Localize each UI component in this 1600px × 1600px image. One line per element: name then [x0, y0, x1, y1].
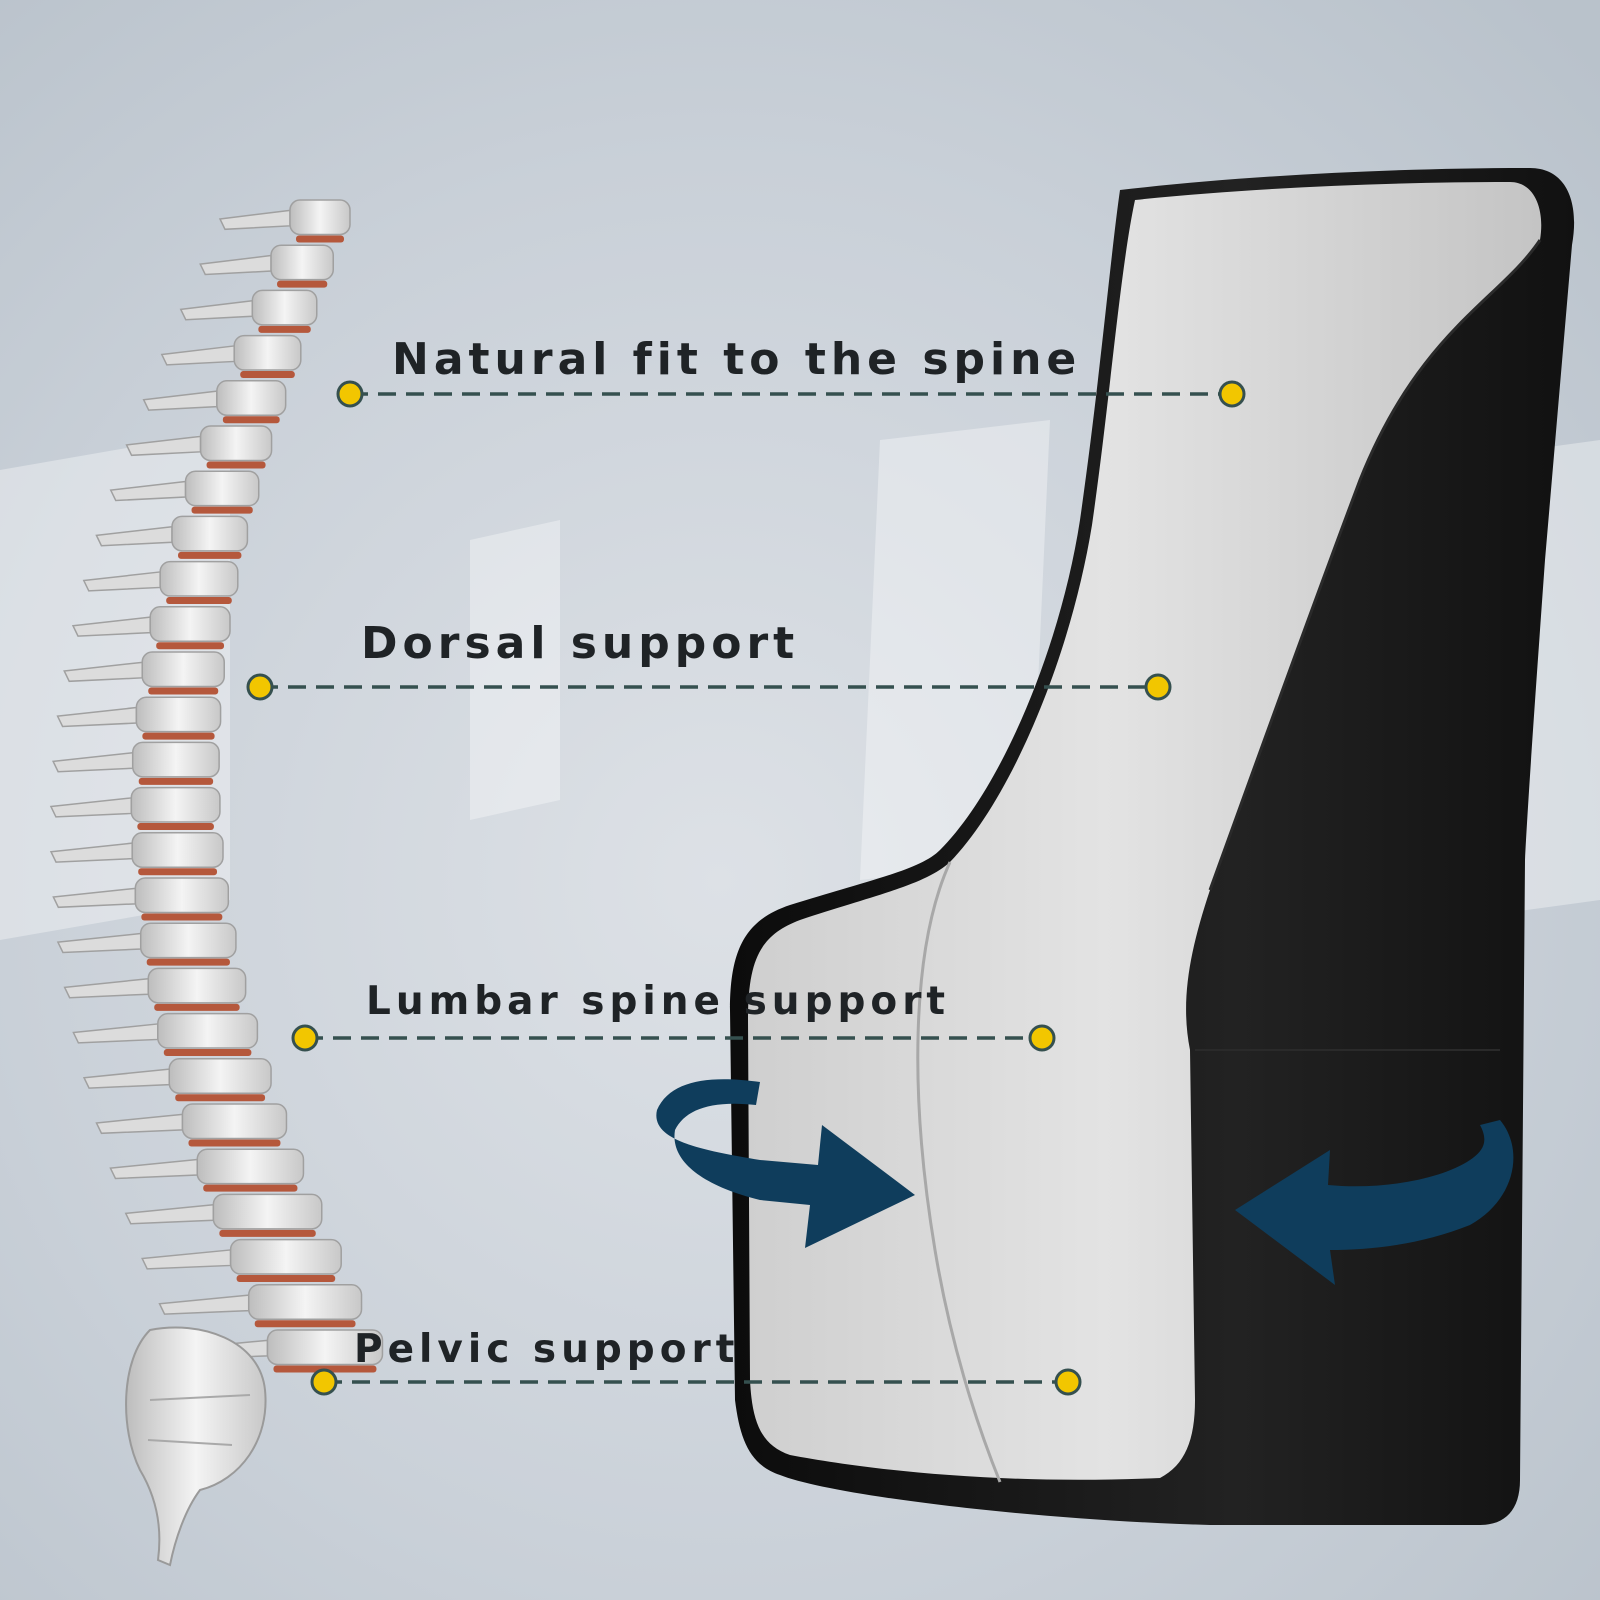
- vertebra: [95, 1103, 288, 1147]
- vertebra: [49, 786, 221, 831]
- vertebra: [95, 515, 249, 559]
- vertebra: [52, 877, 230, 921]
- callout-connector: [291, 1024, 1056, 1052]
- callout-dot: [1054, 1368, 1082, 1396]
- callout-dot: [1218, 380, 1246, 408]
- spine-illustration: [49, 199, 384, 1567]
- vertebra: [49, 832, 224, 876]
- vertebra: [218, 199, 351, 243]
- vertebra: [63, 967, 247, 1011]
- callout-label-pelvic: Pelvic support: [354, 1327, 740, 1372]
- vertebra: [199, 244, 334, 288]
- vertebra: [63, 651, 225, 695]
- callout-label-lumbar: Lumbar spine support: [366, 979, 951, 1024]
- callout-dot: [336, 380, 364, 408]
- vertebra: [51, 741, 220, 785]
- callout-dot: [1144, 673, 1172, 701]
- vertebra: [56, 696, 222, 740]
- lumbar-cushion: [730, 168, 1575, 1525]
- callout-connector: [336, 380, 1246, 408]
- vertebra: [124, 1193, 323, 1237]
- vertebra: [82, 1058, 272, 1102]
- vertebra: [141, 1238, 342, 1283]
- callout-dot: [310, 1368, 338, 1396]
- vertebra: [125, 425, 273, 469]
- callout-dot: [291, 1024, 319, 1052]
- vertebra: [56, 922, 237, 966]
- vertebra: [71, 606, 231, 650]
- vertebra: [179, 289, 318, 333]
- vertebra: [109, 1148, 305, 1192]
- callout-label-natural-fit: Natural fit to the spine: [392, 334, 1082, 385]
- vertebra: [82, 560, 239, 605]
- vertebra: [142, 380, 287, 424]
- compress-arrow-right: [1235, 1120, 1514, 1285]
- compress-arrow-left: [656, 1079, 915, 1248]
- callout-dot: [246, 673, 274, 701]
- callout-label-dorsal: Dorsal support: [361, 618, 800, 669]
- vertebra: [72, 1012, 259, 1057]
- vertebra: [158, 1284, 363, 1328]
- callout-connector: [310, 1368, 1082, 1396]
- vertebra: [109, 470, 260, 514]
- vertebra: [160, 334, 302, 379]
- callout-connector: [246, 673, 1172, 701]
- callout-dot: [1028, 1024, 1056, 1052]
